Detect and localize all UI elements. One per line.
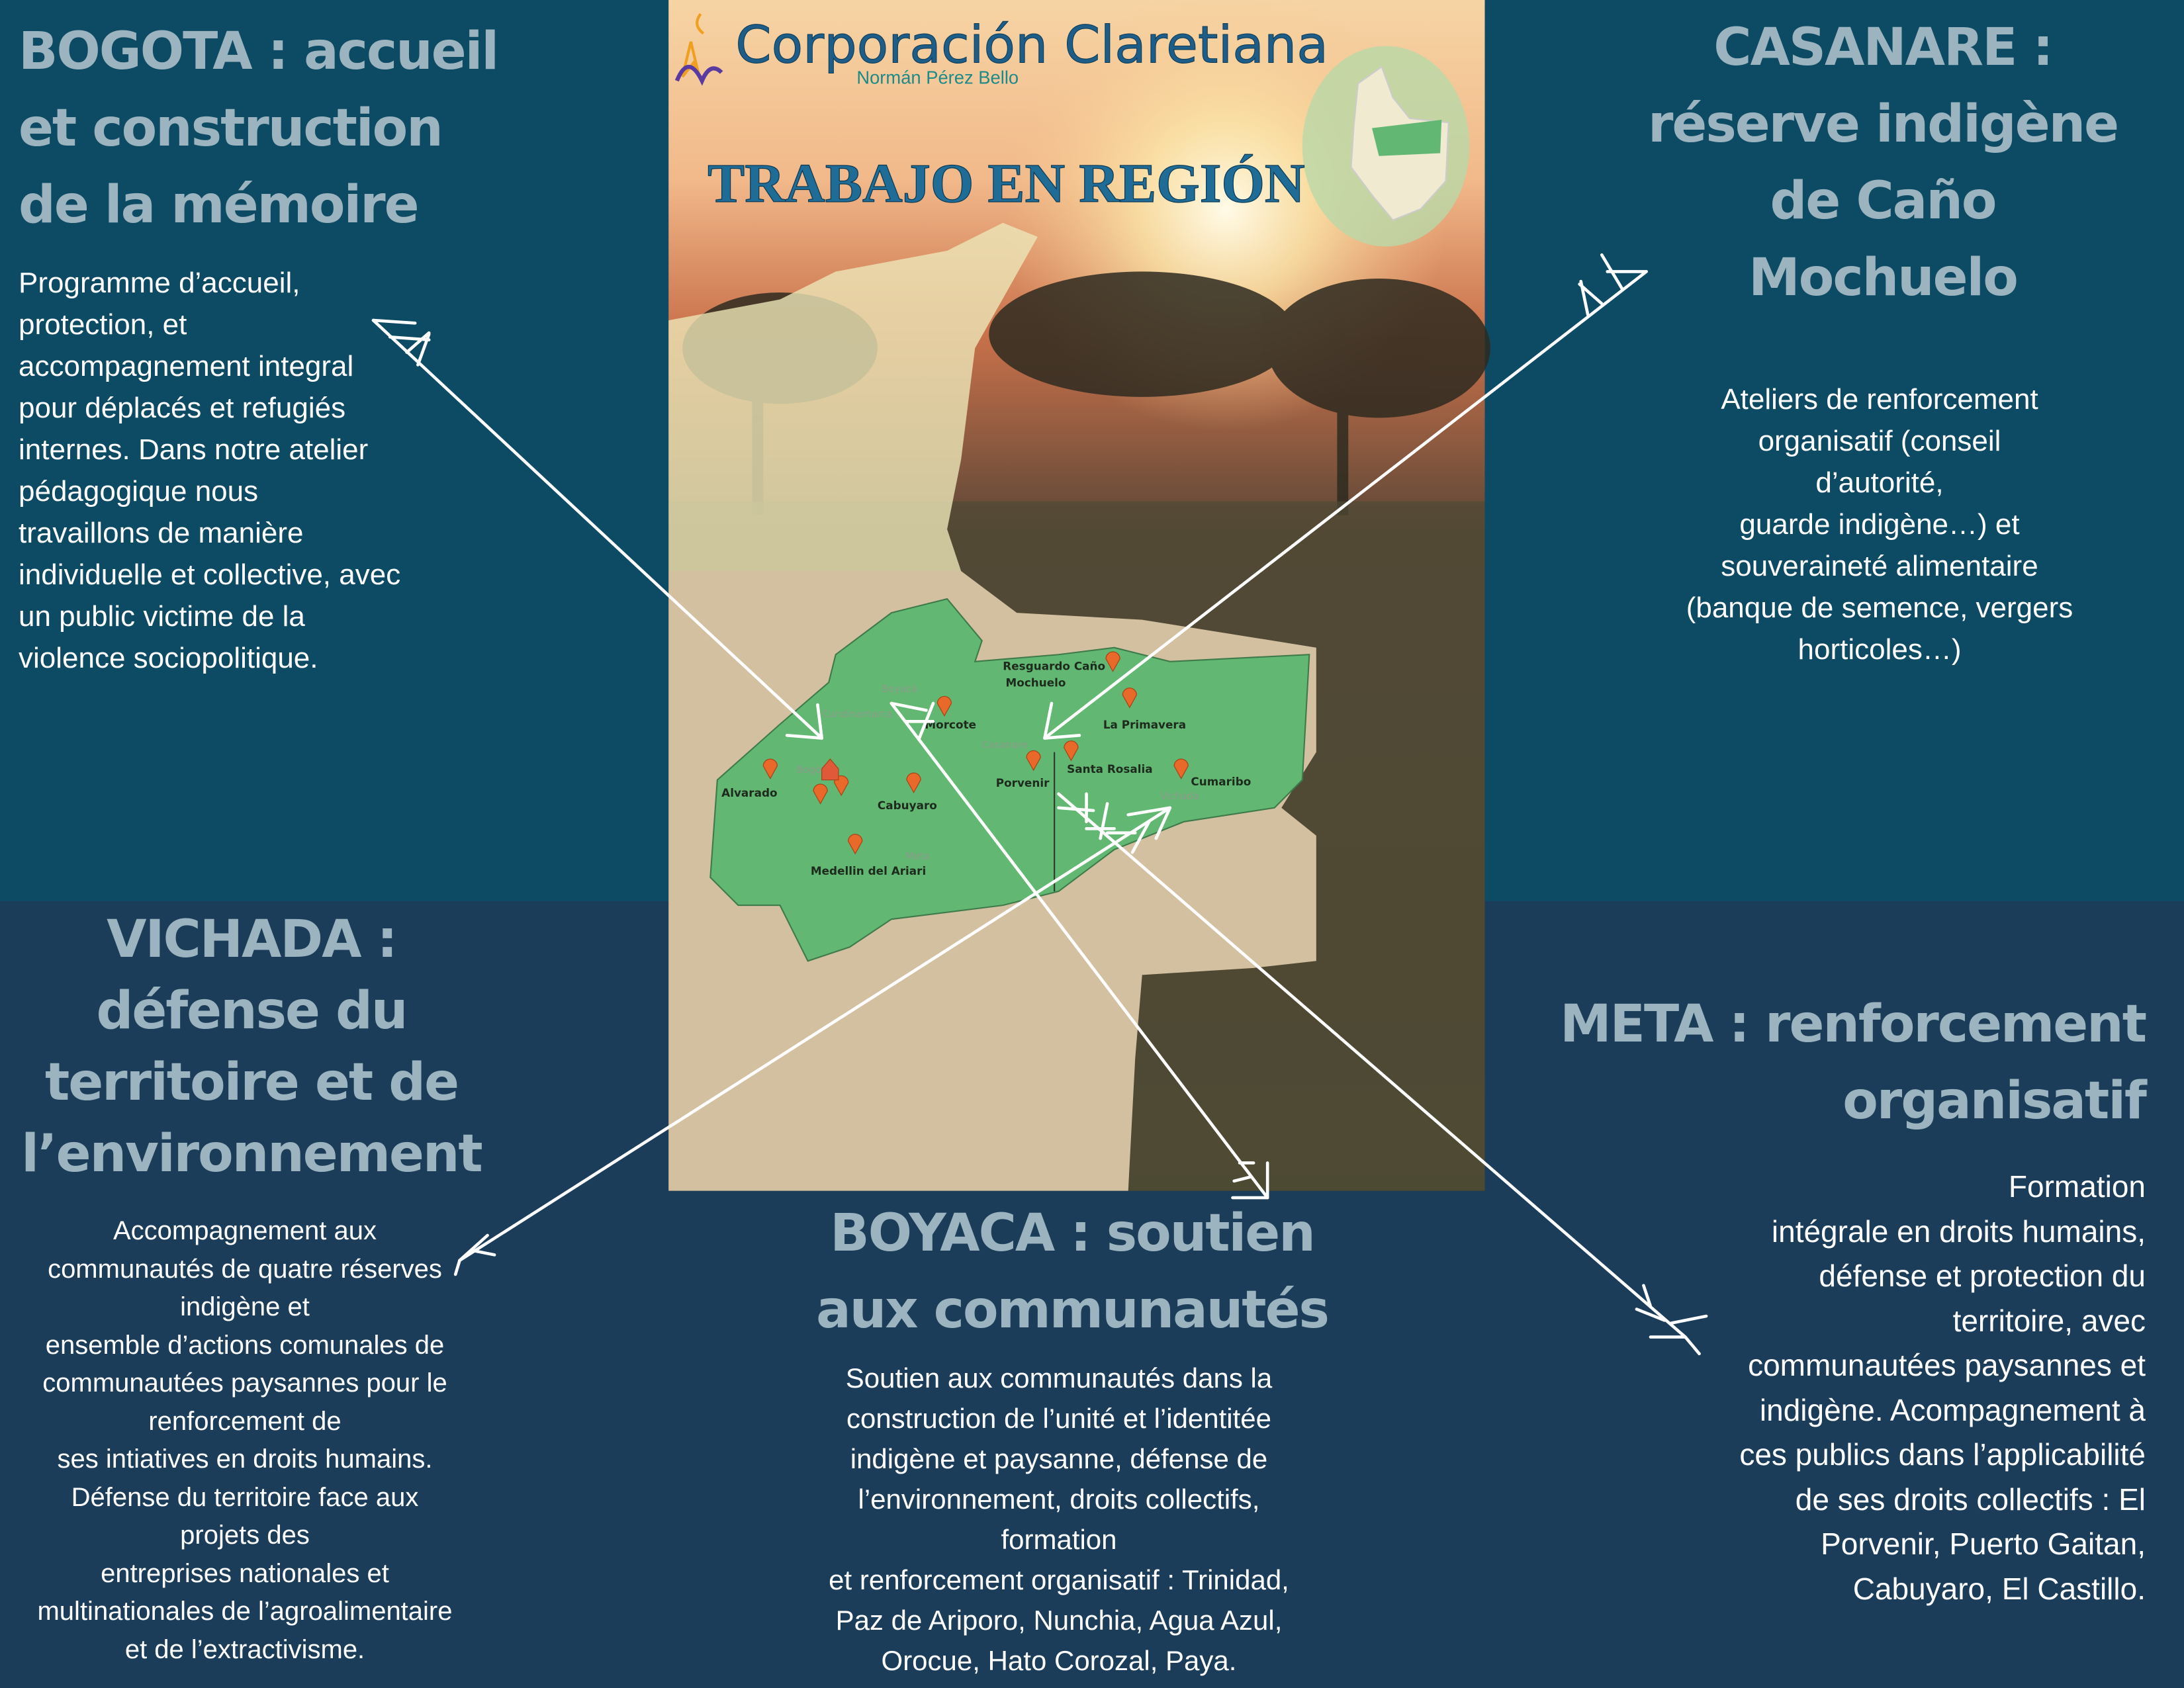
pin-icon	[1026, 750, 1041, 772]
meta-heading: META : renforcement organisatif	[1560, 995, 2147, 1131]
place-label: Cabuyaro	[878, 799, 937, 812]
dept-label: Vichada	[1160, 791, 1199, 802]
boyaca-body: Soutien aux communautés dans la construc…	[829, 1362, 1289, 1676]
dept-label: Meta	[905, 851, 930, 862]
inset-map	[1302, 46, 1470, 247]
arrow-casanare	[1043, 253, 1648, 740]
arrow-vichada	[453, 806, 1172, 1276]
dept-label: Boyacá	[882, 684, 917, 695]
vichada-heading: VICHADA : défense du territoire et de l’…	[21, 910, 482, 1184]
logo-subtitle: Normán Pérez Bello	[856, 67, 1019, 87]
vichada-body: Accompagnement aux communautés de quatre…	[37, 1216, 453, 1664]
place-label: Porvenir	[996, 776, 1050, 789]
casanare-heading: CASANARE : réserve indigène de Caño Moch…	[1647, 18, 2119, 308]
place-label: Santa Rosalia	[1067, 762, 1152, 776]
colombia-map	[668, 222, 1316, 1191]
pin-icon	[762, 758, 778, 779]
place-label: Resguardo Caño	[1003, 659, 1105, 672]
place-label: Medellin del Ariari	[811, 864, 926, 877]
logo-title: Corporación Claretiana	[735, 16, 1328, 75]
place-label: Cumaribo	[1191, 775, 1251, 788]
arrow-boyaca	[889, 701, 1269, 1200]
pin-icon	[1173, 758, 1189, 779]
dept-label: Casanare	[982, 739, 1028, 750]
bogota-heading: BOGOTA : accueil et construction de la m…	[19, 22, 499, 235]
house-icon	[821, 758, 839, 781]
pin-icon	[936, 695, 952, 717]
poster-title: TRABAJO EN REGIÓN	[707, 153, 1305, 214]
casanare-body: Ateliers de renforcement organisatif (co…	[1686, 383, 2073, 666]
pin-icon	[1064, 740, 1079, 762]
place-label: Alvarado	[721, 786, 777, 799]
pin-icon	[906, 772, 921, 793]
arrow-bogota	[371, 318, 824, 740]
place-label: Mochuelo	[1006, 676, 1066, 689]
arrows	[371, 253, 1708, 1356]
pin-icon	[1105, 651, 1120, 672]
pin-icon	[813, 783, 828, 805]
pin-icon	[1122, 688, 1137, 709]
poster-logo: Corporación Claretiana Normán Pérez Bell…	[674, 13, 1329, 215]
dept-label: Cundinamarca	[822, 709, 893, 720]
department-labels: Boyacá Cundinamarca Casanare Vichada Met…	[797, 684, 1199, 862]
place-labels: Resguardo Caño Mochuelo Morcote La Prima…	[721, 659, 1251, 877]
meta-body: Formation intégrale en droits humains, d…	[1739, 1169, 2146, 1606]
place-label: Morcote	[925, 718, 976, 731]
pin-icon	[848, 834, 863, 855]
map-pins	[762, 651, 1189, 855]
bogota-body: Programme d’accueil, protection, et acco…	[19, 267, 401, 674]
place-label: La Primavera	[1103, 718, 1186, 731]
pin-icon	[834, 775, 849, 797]
boyaca-heading: BOYACA : soutien aux communautés	[816, 1204, 1330, 1340]
arrow-meta	[1057, 792, 1708, 1356]
